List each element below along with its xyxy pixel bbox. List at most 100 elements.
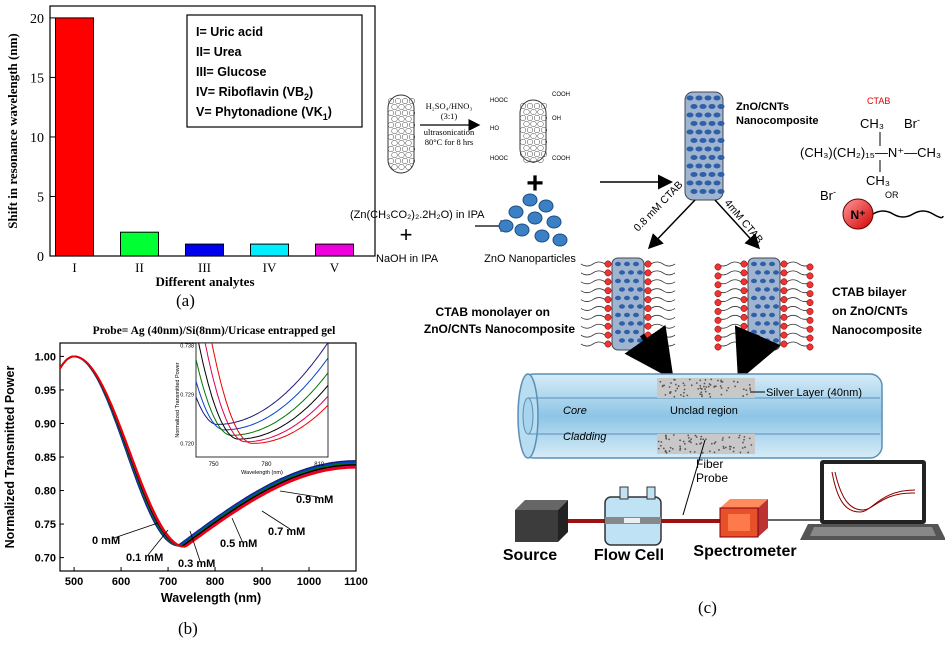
inset-x-tick-label: 780 bbox=[261, 462, 272, 468]
curve-pointer bbox=[113, 522, 159, 539]
monolayer-label-1: CTAB monolayer on bbox=[436, 305, 550, 319]
bar-V bbox=[315, 243, 354, 257]
source-label: Source bbox=[503, 547, 557, 564]
bar-x-label: III bbox=[198, 260, 211, 275]
inset-series-1 bbox=[196, 357, 328, 431]
ctab-ch3-top: CH₃ bbox=[860, 116, 884, 131]
zno-particle bbox=[522, 193, 538, 207]
schematic-diagram: H₂SO₄/HNO₃ (3:1) ultrasonication 80°C fo… bbox=[350, 91, 945, 564]
line-y-tick-label: 0.95 bbox=[35, 385, 56, 397]
line-x-tick-label: 900 bbox=[253, 576, 271, 588]
line-x-axis-label: Wavelength (nm) bbox=[161, 591, 261, 605]
bar-I bbox=[55, 17, 94, 257]
zn-precursor-text: (Zn(CH₃CO₂)₂.2H₂O) in IPA bbox=[350, 209, 485, 221]
line-y-tick-label: 0.85 bbox=[35, 452, 56, 464]
arrow-right-label: 4mM CTAB bbox=[722, 197, 766, 246]
functionalized-cnt: HOOC COOH OH HO HOOC COOH bbox=[490, 92, 570, 164]
ho-label-1: HO bbox=[490, 126, 499, 132]
zno-particle bbox=[552, 233, 568, 247]
optical-fiber bbox=[517, 373, 883, 459]
curve-label: 0.9 mM bbox=[296, 494, 333, 506]
bar-IV bbox=[250, 243, 289, 257]
zno-particle bbox=[546, 215, 562, 229]
inset-series-4 bbox=[204, 343, 328, 443]
cooh-label-1: COOH bbox=[552, 92, 570, 98]
schematic-panel: H₂SO₄/HNO₃ (3:1) ultrasonication 80°C fo… bbox=[350, 0, 945, 642]
inset-series-3 bbox=[198, 343, 328, 440]
bar-x-label: II bbox=[135, 260, 144, 275]
monolayer-arrow bbox=[647, 199, 696, 250]
ctab-br: Br- bbox=[904, 115, 920, 131]
cooh-label-2: COOH bbox=[552, 156, 570, 162]
bilayer-label-2: on ZnO/CNTs bbox=[832, 304, 908, 318]
line-x-tick-label: 500 bbox=[65, 576, 83, 588]
cnt-tube bbox=[387, 94, 416, 174]
bar-III bbox=[185, 243, 224, 257]
line-chart-title: Probe= Ag (40nm)/Si(8nm)/Uricase entrapp… bbox=[93, 325, 336, 337]
bar-x-label: IV bbox=[263, 260, 277, 275]
bilayer-label-3: Nanocomposite bbox=[832, 323, 922, 337]
bar-legend-entry: V= Phytonadione (VK1) bbox=[196, 105, 332, 122]
panel-label-b: (b) bbox=[178, 619, 198, 638]
probe-label-1: Fiber bbox=[696, 457, 723, 471]
panel-label-c: (c) bbox=[698, 598, 717, 617]
bar-y-tick-label: 5 bbox=[37, 190, 44, 205]
bar-y-tick-label: 10 bbox=[30, 131, 44, 146]
method-text: ultrasonication bbox=[424, 127, 475, 137]
curve-pointer bbox=[231, 517, 243, 542]
curve-label: 0 mM bbox=[92, 535, 120, 547]
core-label: Core bbox=[563, 405, 587, 417]
inset-x-tick-label: 810 bbox=[314, 462, 325, 468]
curve-pointer bbox=[279, 490, 319, 498]
inset-frame bbox=[195, 342, 329, 458]
inset-y-tick-label: 0.738 bbox=[180, 344, 194, 350]
curve-label: 0.5 mM bbox=[220, 538, 257, 550]
curve-pointer bbox=[261, 510, 291, 530]
zno-particle bbox=[514, 223, 530, 237]
curve-label: 0.7 mM bbox=[268, 526, 305, 538]
inset-y-tick-label: 0.720 bbox=[180, 441, 194, 447]
ctab-ch3-bottom: CH₃ bbox=[866, 173, 890, 188]
inset-y-axis-label: Normalized Transmitted Power bbox=[175, 362, 181, 437]
panel-label-a: (a) bbox=[176, 291, 195, 310]
line-y-tick-label: 0.90 bbox=[35, 418, 56, 430]
conditions-text: 80°C for 8 hrs bbox=[425, 137, 474, 147]
line-y-tick-label: 1.00 bbox=[35, 351, 56, 363]
zno-np-label: ZnO Nanoparticles bbox=[484, 253, 576, 265]
inset-series-2 bbox=[196, 359, 328, 436]
ctab-tail-icon bbox=[872, 210, 944, 219]
flow-cell-label: Flow Cell bbox=[594, 547, 664, 564]
line-y-tick-label: 0.70 bbox=[35, 553, 56, 565]
silver-label: Silver Layer (40nm) bbox=[766, 387, 862, 399]
zno-particle bbox=[538, 199, 554, 213]
curve-pointer bbox=[147, 529, 169, 556]
hooc-label-2: HOOC bbox=[490, 156, 509, 162]
bar-y-tick-label: 20 bbox=[30, 12, 44, 27]
arrow-left-label: 0.8 mM CTAB bbox=[632, 179, 686, 234]
inset-y-tick-label: 0.729 bbox=[180, 393, 194, 399]
curve-label: 0.1 mM bbox=[126, 552, 163, 564]
bar-y-tick-label: 0 bbox=[37, 250, 44, 265]
bar-y-tick-label: 15 bbox=[30, 71, 44, 86]
inset-series-5 bbox=[211, 343, 328, 444]
composite-label-1: ZnO/CNTs bbox=[736, 101, 789, 113]
spectrometer-icon bbox=[719, 499, 768, 538]
bar-x-label: V bbox=[330, 260, 340, 275]
inset-x-axis-label: Wavelength (nm) bbox=[241, 470, 283, 476]
bar-x-axis-label: Different analytes bbox=[155, 274, 254, 289]
composite-label-2: Nanocomposite bbox=[736, 115, 819, 127]
bar-legend-entry: III= Glucose bbox=[196, 65, 267, 79]
plus-icon: + bbox=[526, 167, 544, 200]
inset-x-tick-label: 750 bbox=[209, 462, 220, 468]
zno-particle bbox=[534, 229, 550, 243]
line-x-tick-label: 600 bbox=[112, 576, 130, 588]
curve-label: 0.3 mM bbox=[178, 558, 215, 570]
light-source-icon bbox=[515, 500, 568, 542]
line-y-axis-label: Normalized Transmitted Power bbox=[3, 366, 17, 549]
cladding-label: Cladding bbox=[563, 431, 607, 443]
bar-legend-entry: I= Uric acid bbox=[196, 25, 263, 39]
